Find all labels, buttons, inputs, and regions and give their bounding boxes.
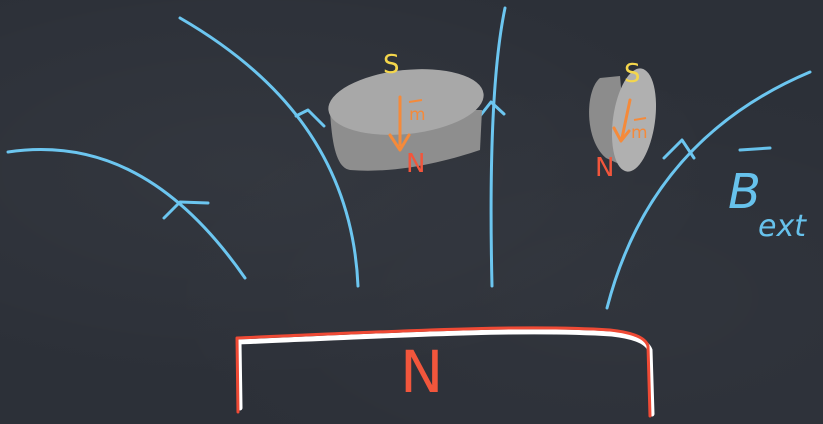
moment-1-bar (408, 99, 423, 103)
field-subscript-label: ext (758, 209, 807, 244)
magnet-disc-small (589, 68, 657, 172)
field-line-4 (605, 70, 812, 310)
field-lines (6, 6, 812, 310)
field-line-1-arrow (162, 200, 210, 220)
field-symbol-label: B (728, 164, 761, 220)
field-line-2 (178, 16, 360, 288)
magnet-1-north-label: N (406, 149, 425, 179)
field-line-1 (6, 148, 247, 280)
bar-magnet-highlight (236, 329, 655, 417)
magnet-disc-large-top (328, 69, 484, 135)
bar-magnet (235, 326, 655, 418)
moment-arrow-2-shaft (620, 98, 632, 140)
magnet-1-moment-label: m (409, 105, 426, 125)
moment-arrow-1-head (388, 133, 411, 152)
moment-arrow-2-head (612, 126, 631, 143)
magnet-2-north-label: N (595, 153, 614, 183)
magnet-2-moment-label: m (631, 123, 648, 143)
magnet-1-south-label: S (383, 50, 400, 80)
magnet-disc-large (328, 69, 484, 171)
bar-magnet-outline (235, 326, 652, 418)
field-line-4-arrow (662, 138, 696, 160)
field-line-3-arrow (478, 100, 506, 118)
field-label: B ext (728, 146, 807, 244)
field-line-2-arrow (294, 108, 326, 128)
magnet-2-south-label: S (624, 59, 641, 89)
moment-2-bar (633, 117, 647, 121)
field-line-3 (489, 6, 507, 288)
bar-magnet-pole-label: N (400, 338, 443, 406)
field-vector-bar (738, 146, 772, 152)
